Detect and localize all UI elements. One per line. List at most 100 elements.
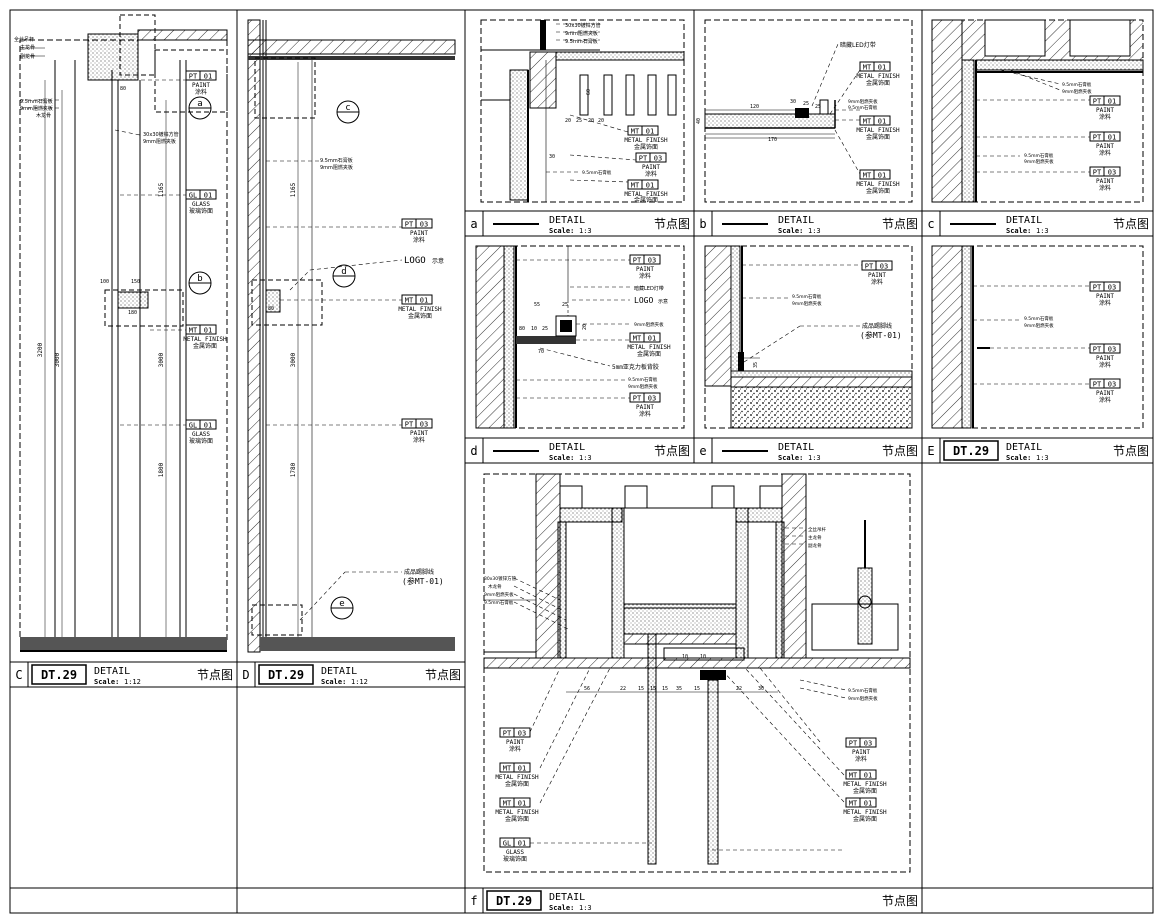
svg-text:METAL FINISH: METAL FINISH: [856, 127, 900, 134]
cn-title: 节点图: [1113, 444, 1149, 458]
svg-text:GL: GL: [189, 192, 197, 200]
svg-text:PT: PT: [503, 730, 512, 738]
cn-title: 节点图: [882, 444, 918, 458]
svg-text:玻璃饰面: 玻璃饰面: [189, 437, 213, 445]
svg-text:1165: 1165: [290, 182, 297, 197]
svg-text:金属饰面: 金属饰面: [193, 342, 217, 350]
svg-text:9mm阻燃夹板: 9mm阻燃夹板: [143, 138, 176, 145]
svg-text:PAINT: PAINT: [506, 739, 524, 746]
svg-text:PT: PT: [633, 257, 642, 265]
svg-text:MT: MT: [631, 128, 640, 136]
sheet-number: DT.29: [41, 668, 77, 682]
svg-text:01: 01: [646, 182, 654, 190]
scale-value: 1:3: [1036, 227, 1049, 235]
svg-text:01: 01: [864, 772, 872, 780]
svg-text:03: 03: [1108, 346, 1116, 354]
callout-b-label-c: b: [197, 274, 202, 284]
svg-text:MT: MT: [633, 335, 642, 343]
svg-text:03: 03: [648, 395, 656, 403]
scale-value: 1:3: [1036, 454, 1049, 462]
tag-cd-pt01-b: PT 01 PAINT 涂料: [1089, 131, 1121, 157]
svg-text:副龙骨: 副龙骨: [20, 53, 35, 60]
svg-text:LOGO: LOGO: [634, 296, 653, 305]
svg-text:10: 10: [682, 654, 688, 660]
svg-text:9.5mm石膏板: 9.5mm石膏板: [848, 104, 878, 111]
scale-word: Scale:: [778, 454, 803, 462]
svg-text:涂料: 涂料: [509, 745, 521, 753]
svg-text:LOGO: LOGO: [404, 256, 426, 266]
svg-text:03: 03: [648, 257, 656, 265]
svg-text:9.5mm石膏板: 9.5mm石膏板: [792, 293, 822, 300]
panel-d-notes: 9.5mm石膏板 9mm阻燃夹板 LOGO 示意 成品踢脚线 (参MT-01): [320, 157, 444, 586]
detail-word: DETAIL: [321, 666, 357, 677]
svg-text:PT: PT: [1093, 381, 1102, 389]
svg-text:01: 01: [204, 192, 212, 200]
tag-dd-pt03-b: PT 03 PAINT 涂料: [629, 392, 661, 418]
tag-E-pt03-a: PT 03 PAINT 涂料: [1089, 281, 1121, 307]
svg-text:60: 60: [586, 89, 592, 95]
panel-b-leaders: [811, 43, 861, 175]
svg-text:PAINT: PAINT: [642, 164, 660, 171]
scale-word: Scale:: [549, 227, 574, 235]
tag-f-pt03-b: PT 03 PAINT 涂料: [845, 737, 877, 763]
svg-text:80: 80: [120, 86, 126, 92]
svg-text:金属饰面: 金属饰面: [866, 79, 890, 87]
panel-b-notes: 暗藏LED灯带 9.5mm石膏板 9mm阻燃夹板: [840, 41, 878, 111]
svg-text:PT: PT: [189, 73, 198, 81]
svg-text:22: 22: [620, 686, 626, 692]
panel-letter: D: [242, 668, 249, 682]
panel-c-detail-notes: 9.5mm石膏板 9mm阻燃夹板 9.5mm石膏板 9mm阻燃夹板: [1024, 81, 1092, 165]
svg-text:PAINT: PAINT: [1096, 355, 1114, 362]
svg-text:MT: MT: [631, 182, 640, 190]
svg-text:(参MT-01): (参MT-01): [402, 576, 444, 586]
svg-text:55: 55: [534, 302, 540, 308]
tag-E-pt03-b: PT 03 PAINT 涂料: [1089, 343, 1121, 369]
svg-text:暗藏LED灯带: 暗藏LED灯带: [634, 285, 664, 292]
svg-text:金属饰面: 金属饰面: [505, 780, 529, 788]
cn-title: 节点图: [1113, 217, 1149, 231]
scale-value: 1:3: [579, 904, 592, 912]
svg-text:03: 03: [420, 421, 428, 429]
svg-text:PAINT: PAINT: [1096, 293, 1114, 300]
svg-text:25: 25: [803, 101, 809, 107]
svg-text:9.5mm石膏板: 9.5mm石膏板: [628, 376, 658, 383]
tag-a-pt03: PT 03 PAINT 涂料: [635, 152, 667, 178]
tag-f-mt01-c: MT 01 METAL FINISH 金属饰面: [843, 769, 887, 795]
svg-text:30x30镀锌方管: 30x30镀锌方管: [565, 22, 601, 29]
svg-text:METAL FINISH: METAL FINISH: [843, 781, 887, 788]
svg-text:1165: 1165: [158, 182, 165, 197]
svg-text:暗藏LED灯带: 暗藏LED灯带: [840, 41, 876, 49]
detail-word: DETAIL: [94, 666, 130, 677]
panel-d-drawing: [247, 19, 456, 653]
detail-word: DETAIL: [1006, 442, 1042, 453]
svg-text:10: 10: [700, 654, 706, 660]
svg-text:03: 03: [1108, 381, 1116, 389]
panel-letter: f: [470, 894, 477, 908]
cn-title: 节点图: [197, 668, 233, 682]
svg-text:30: 30: [758, 686, 764, 692]
svg-text:9.5mm石膏板: 9.5mm石膏板: [20, 98, 53, 105]
svg-text:涂料: 涂料: [639, 410, 651, 418]
tag-c-gl01-a: GL 01 GLASS 玻璃饰面: [185, 189, 217, 215]
svg-text:MT: MT: [849, 772, 858, 780]
svg-text:GL: GL: [503, 840, 511, 848]
svg-text:70: 70: [538, 349, 544, 355]
svg-text:PAINT: PAINT: [192, 82, 210, 89]
sheet-number: DT.29: [953, 444, 989, 458]
svg-text:涂料: 涂料: [1099, 113, 1111, 121]
svg-text:PAINT: PAINT: [410, 230, 428, 237]
scale-value: 1:12: [124, 678, 141, 686]
svg-text:涂料: 涂料: [195, 88, 207, 96]
detail-word: DETAIL: [778, 442, 814, 453]
scale-value: 1:12: [351, 678, 368, 686]
panel-f-dims: 56 22 15 15 15 35 15 22 30 10 10: [566, 654, 778, 693]
svg-text:22: 22: [736, 686, 742, 692]
svg-text:涂料: 涂料: [413, 236, 425, 244]
panel-letter: E: [927, 444, 934, 458]
detail-word: DETAIL: [549, 215, 585, 226]
svg-text:15: 15: [662, 686, 668, 692]
